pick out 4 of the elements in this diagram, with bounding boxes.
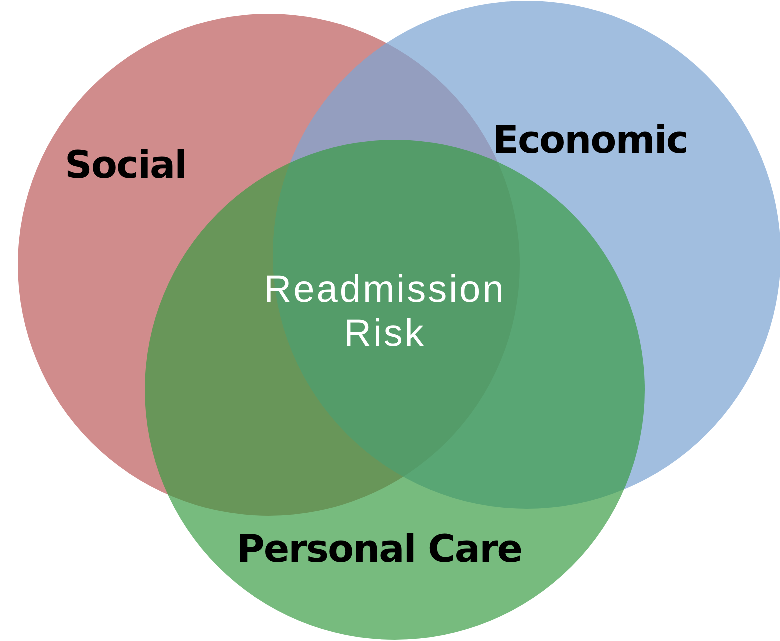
circle-label: Social bbox=[65, 143, 187, 187]
circle-label: Personal Care bbox=[237, 527, 522, 571]
circle-label: Economic bbox=[493, 118, 688, 162]
center-label: Readmission Risk bbox=[263, 268, 507, 356]
